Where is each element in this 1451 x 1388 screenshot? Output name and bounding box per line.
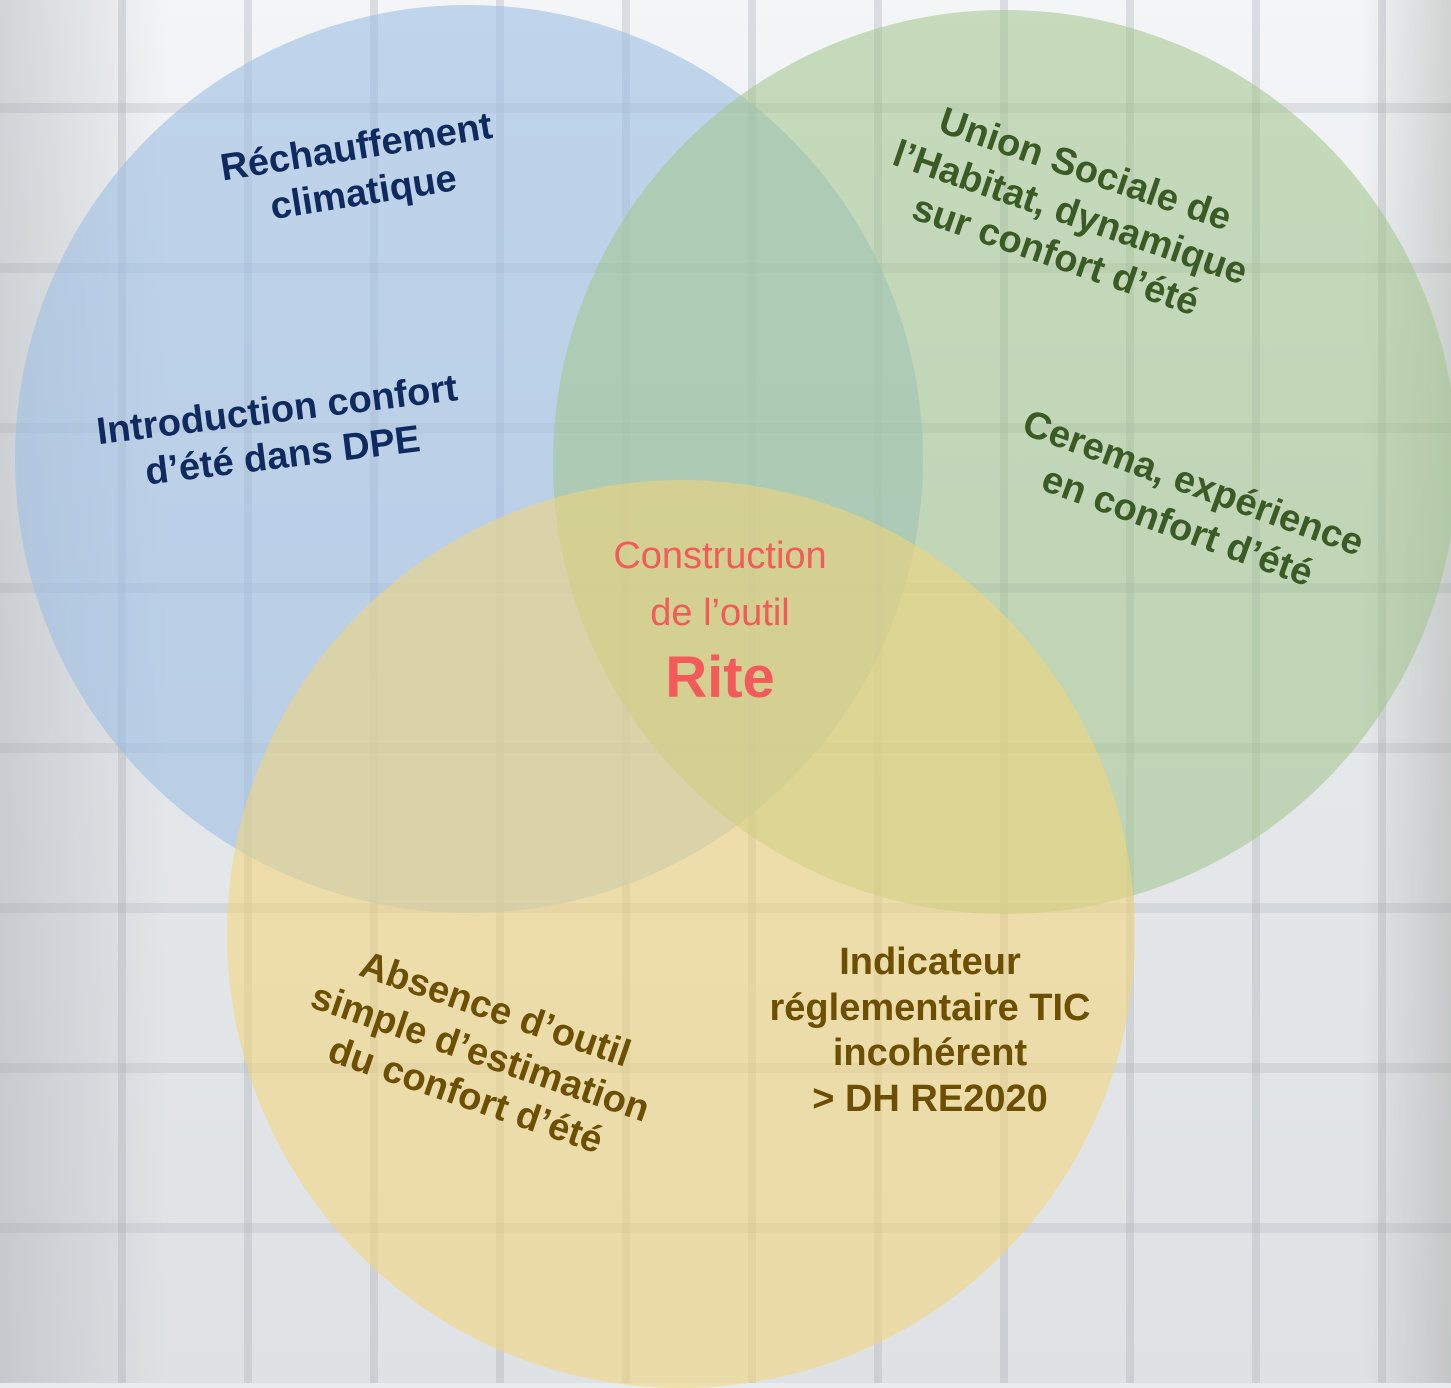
center-subtitle: Construction de l’outil [613, 535, 827, 634]
venn-circle-yellow [227, 480, 1135, 1388]
center-title: Rite [665, 645, 775, 710]
label-indicateur-tic: Indicateur réglementaire TIC incohérent … [769, 941, 1091, 1120]
venn-center-intersection: Construction de l’outil Rite [570, 528, 870, 711]
